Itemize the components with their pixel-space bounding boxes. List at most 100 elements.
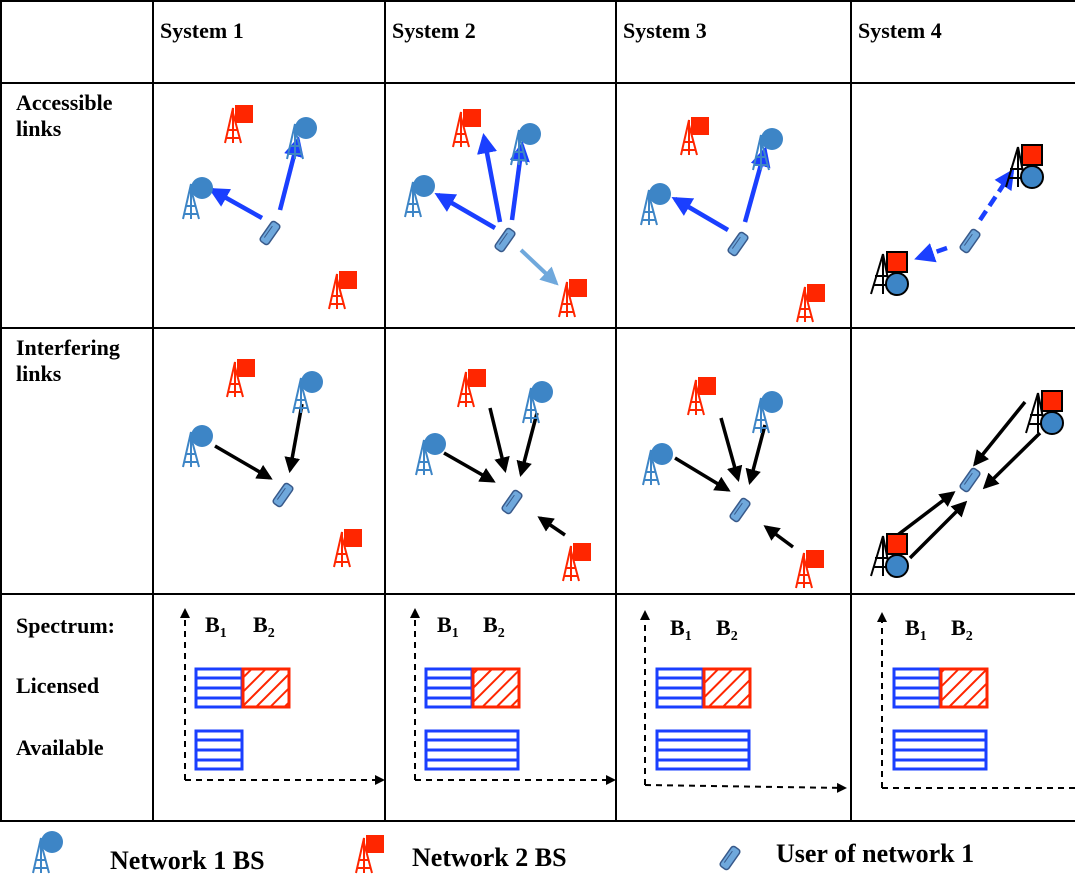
row-label-accessible-line2: links (16, 116, 62, 141)
row-label-interfering-line2: links (16, 361, 62, 386)
available-band (194, 729, 244, 771)
user-phone-icon (271, 481, 295, 509)
network2-bs-icon (687, 376, 717, 416)
system-3-spectrum: B1 B2 (640, 610, 847, 793)
band-2-label: B2 (483, 612, 505, 641)
network1-bs-icon (286, 116, 318, 160)
band-2-label: B2 (253, 612, 275, 641)
row-label-spectrum: Spectrum: (16, 613, 115, 638)
band-1-label: B1 (670, 615, 692, 644)
network1-bs-icon (182, 176, 214, 220)
available-band (424, 729, 520, 771)
network2-bs-icon (796, 283, 826, 323)
user-legend-icon (718, 844, 742, 872)
user-phone-icon (728, 496, 752, 524)
network1-bs-legend-icon (32, 830, 64, 874)
access-link (978, 168, 1015, 222)
available-band (892, 729, 988, 771)
table-grid (0, 0, 1075, 822)
row-label-interfering-line1: Interfering (16, 335, 120, 360)
user-phone-icon (493, 226, 517, 254)
interference-link (719, 417, 743, 483)
combined-bs-icon (1025, 390, 1064, 435)
network2-bs-icon (457, 368, 487, 408)
column-header-system-3: System 3 (623, 18, 707, 43)
system-3-interfering (642, 376, 825, 589)
user-phone-icon (258, 219, 282, 247)
interference-link (284, 403, 304, 474)
interference-link (516, 412, 539, 478)
system-3-accessible (640, 116, 826, 323)
combined-bs-icon (870, 533, 909, 578)
system-4-interfering (870, 390, 1064, 578)
system-4-accessible (870, 144, 1044, 296)
user-phone-icon (726, 230, 750, 258)
interference-link (537, 516, 566, 537)
access-link (434, 192, 497, 230)
network1-bs-icon (642, 442, 674, 486)
user-phone-icon (958, 466, 982, 494)
interference-link (908, 500, 968, 560)
network2-bs-icon (558, 278, 588, 318)
network2-bs-icon (452, 108, 482, 148)
row-label-licensed: Licensed (16, 673, 99, 698)
interference-link (443, 451, 496, 483)
system-2-interfering (415, 368, 592, 582)
access-link (671, 196, 730, 232)
system-2-accessible (404, 108, 588, 318)
licensed-band-1 (655, 667, 705, 709)
licensed-band-2 (471, 667, 521, 709)
access-link (477, 133, 503, 223)
column-header-system-2: System 2 (392, 18, 476, 43)
band-2-label: B2 (716, 615, 738, 644)
available-band (655, 729, 751, 771)
network2-bs-icon (226, 358, 256, 398)
licensed-band-1 (194, 667, 244, 709)
system-1-spectrum: B1 B2 (180, 608, 385, 785)
network2-bs-legend-icon (355, 834, 385, 874)
interference-link (674, 456, 731, 492)
band-2-label: B2 (951, 615, 973, 644)
band-1-label: B1 (437, 612, 459, 641)
licensed-band-2 (241, 667, 291, 709)
column-header-system-4: System 4 (858, 18, 942, 43)
interference-link (745, 424, 767, 486)
column-header-system-1: System 1 (160, 18, 244, 43)
interference-link (973, 400, 1027, 467)
legend-network2-label: Network 2 BS (412, 843, 567, 872)
secondary-access-link (519, 248, 559, 286)
licensed-band-1 (424, 667, 474, 709)
legend-network1-label: Network 1 BS (110, 846, 265, 875)
network1-bs-icon (182, 424, 214, 468)
network1-bs-icon (415, 432, 447, 476)
access-link (509, 140, 530, 221)
network2-bs-icon (795, 549, 825, 589)
network1-bs-icon (752, 390, 784, 434)
network2-bs-icon (328, 270, 358, 310)
legend: Network 1 BS Network 2 BS User of networ… (32, 830, 974, 875)
network2-bs-icon (224, 104, 254, 144)
interference-link (893, 491, 956, 539)
interference-link (982, 431, 1042, 490)
row-label-available: Available (16, 735, 104, 760)
network1-bs-icon (522, 380, 554, 424)
user-phone-icon (500, 488, 524, 516)
combined-bs-icon (1005, 144, 1044, 189)
network1-bs-icon (292, 370, 324, 414)
network1-bs-icon (752, 127, 784, 171)
network2-bs-icon (562, 542, 592, 582)
user-phone-icon (958, 227, 982, 255)
system-4-spectrum: B1 B2 (877, 612, 1075, 789)
interference-link (488, 407, 510, 474)
system-1-interfering (182, 358, 363, 568)
network1-bs-icon (510, 122, 542, 166)
band-1-label: B1 (205, 612, 227, 641)
combined-bs-icon (870, 251, 909, 296)
row-label-accessible-line1: Accessible (16, 90, 113, 115)
network2-bs-icon (680, 116, 710, 156)
system-2-spectrum: B1 B2 (410, 608, 616, 785)
network1-bs-icon (404, 174, 436, 218)
access-link (914, 243, 948, 263)
licensed-band-2 (939, 667, 989, 709)
